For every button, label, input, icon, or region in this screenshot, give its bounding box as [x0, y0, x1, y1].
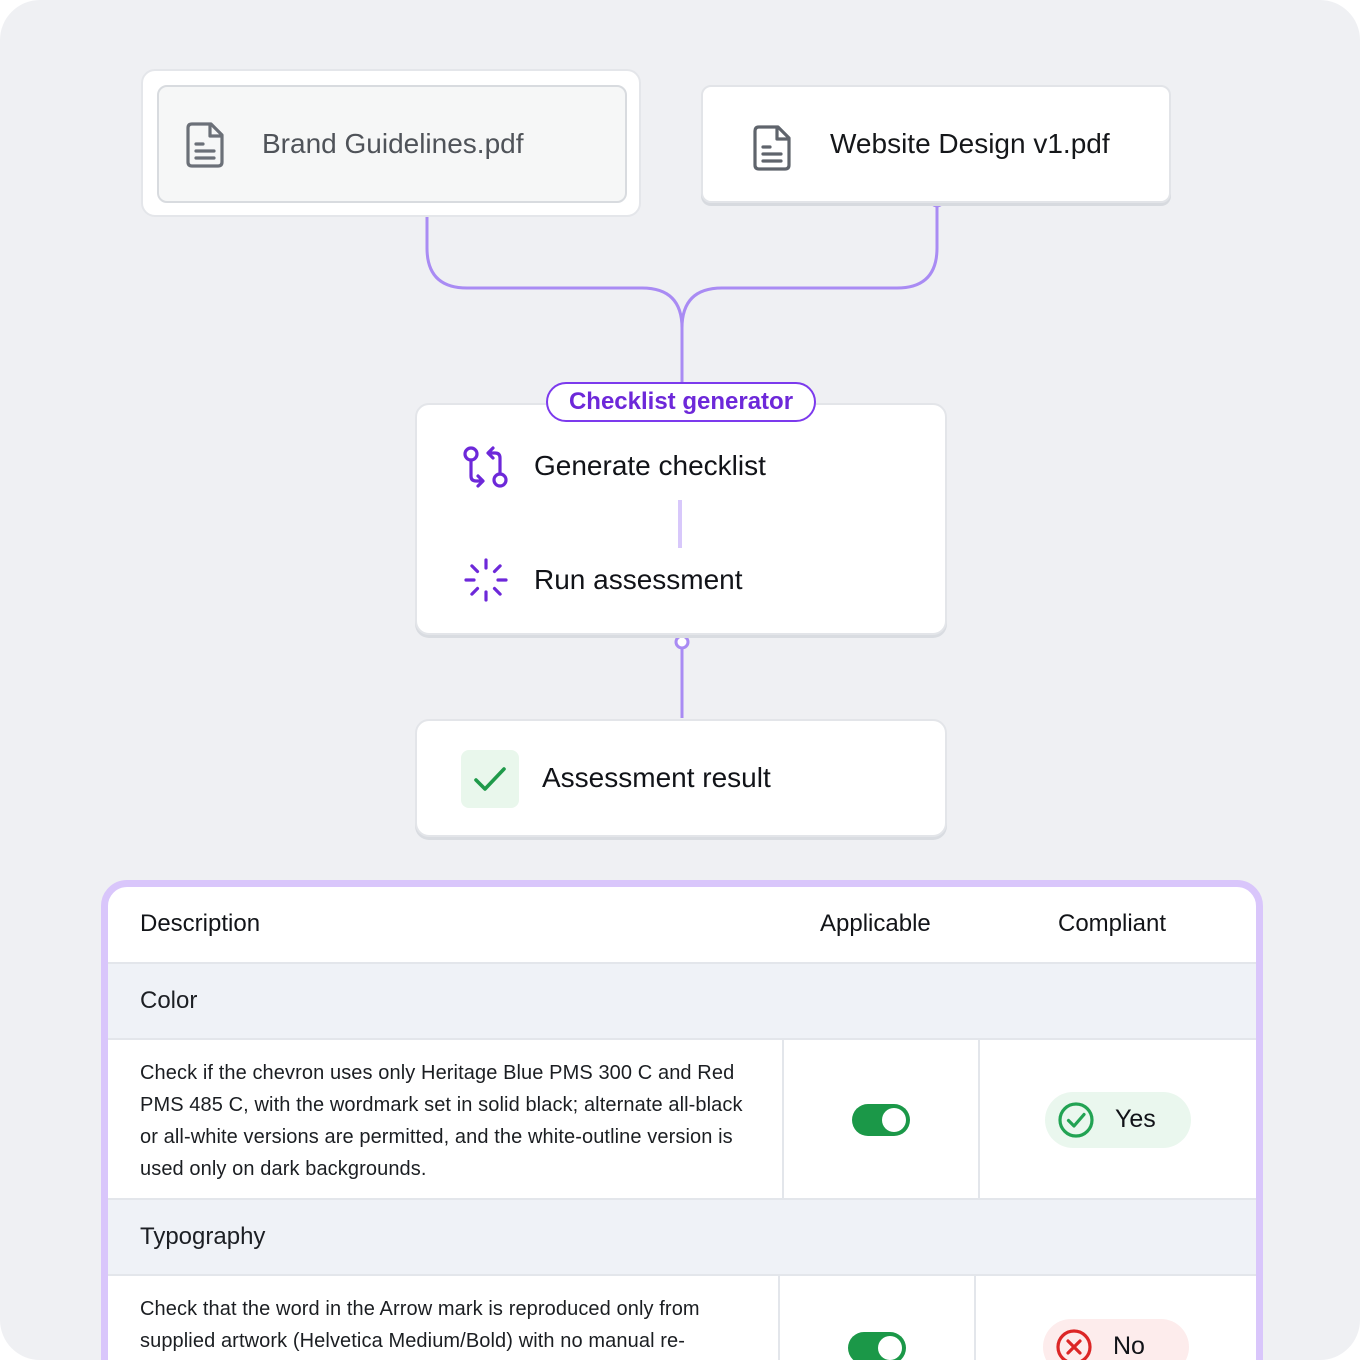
loader-icon [464, 558, 508, 602]
table-divider [108, 1274, 1256, 1276]
compliant-status-label: No [1113, 1332, 1145, 1360]
document-icon [186, 122, 224, 168]
category-row-color [108, 964, 1256, 1038]
table-divider [108, 1038, 1256, 1040]
check-circle-icon [1058, 1102, 1094, 1138]
pull-request-icon [463, 446, 508, 488]
column-header-description: Description [140, 910, 261, 937]
checklist-item-description: Check that the word in the Arrow mark is… [140, 1298, 700, 1352]
document-card-website-design[interactable]: Website Design v1.pdf [701, 85, 1171, 203]
check-icon [474, 767, 506, 791]
applicable-toggle[interactable] [848, 1332, 906, 1360]
column-divider [778, 1276, 780, 1360]
column-header-compliant: Compliant [1058, 910, 1167, 937]
compliant-status-badge: No [1043, 1319, 1189, 1360]
x-circle-icon [1056, 1329, 1092, 1360]
compliant-status-badge: Yes [1045, 1092, 1191, 1148]
applicable-toggle[interactable] [852, 1104, 910, 1136]
compliant-status-label: Yes [1115, 1105, 1156, 1133]
step-run-assessment: Run assessment [534, 564, 743, 595]
checklist-generator-badge: Checklist generator [546, 382, 816, 422]
column-divider [978, 1040, 980, 1198]
document-name: Brand Guidelines.pdf [262, 128, 524, 159]
category-row-typography [108, 1200, 1256, 1274]
connector-port [674, 634, 690, 650]
document-icon [753, 125, 791, 171]
table-divider [108, 962, 1256, 964]
step-divider [678, 500, 682, 548]
column-divider [782, 1040, 784, 1198]
category-label: Typography [140, 1223, 266, 1250]
category-label: Color [140, 987, 198, 1014]
check-badge [461, 750, 519, 808]
toggle-knob [878, 1336, 902, 1360]
column-divider [974, 1276, 976, 1360]
checklist-item-description: Check if the chevron uses only Heritage … [140, 1062, 743, 1180]
step-generate-checklist: Generate checklist [534, 450, 766, 481]
table-divider [108, 1198, 1256, 1200]
document-card-brand-guidelines[interactable]: Brand Guidelines.pdf [157, 85, 627, 203]
column-header-applicable: Applicable [820, 910, 931, 937]
toggle-knob [882, 1108, 906, 1132]
document-name: Website Design v1.pdf [830, 128, 1110, 159]
assessment-result-label: Assessment result [542, 762, 771, 793]
